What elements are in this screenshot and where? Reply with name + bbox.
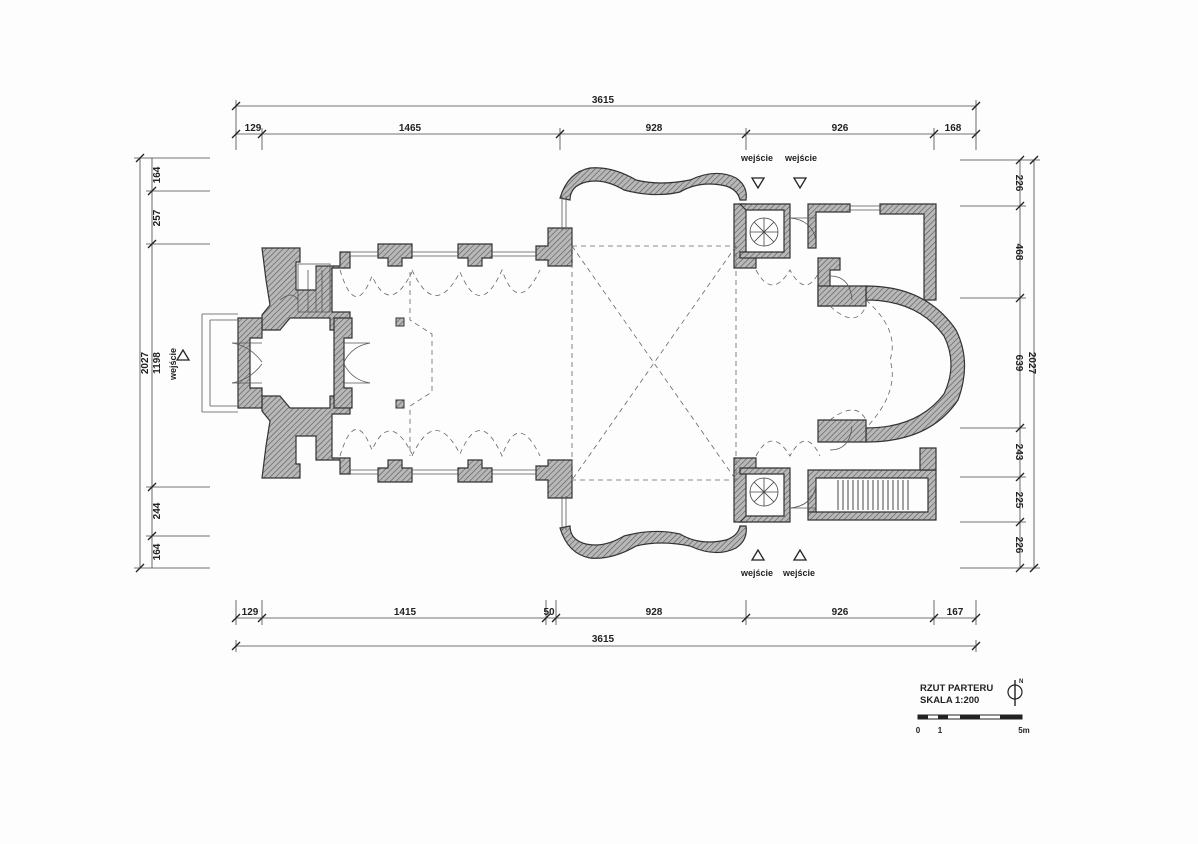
dim-left-4: 244 xyxy=(152,502,163,519)
walls xyxy=(237,167,966,559)
scale-tick-5: 5m xyxy=(1018,726,1030,735)
plan-scale: SKALA 1:200 xyxy=(920,695,979,706)
dim-right-6: 226 xyxy=(1013,537,1024,554)
dimension-labels: 3615 129 1465 928 926 168 129 1415 50 92… xyxy=(140,95,1037,645)
dim-top-2: 1465 xyxy=(399,123,422,134)
entrance-label-north-1: wejście xyxy=(740,153,773,163)
dim-right-2: 468 xyxy=(1013,244,1024,261)
scale-tick-0: 0 xyxy=(916,726,921,735)
entrance-arrow-icon xyxy=(175,348,191,361)
scale-bar xyxy=(917,714,1023,720)
nave-column-north xyxy=(395,317,405,327)
spiral-stairs xyxy=(749,217,779,507)
dimension-ticks xyxy=(135,101,1039,651)
dim-bottom-4: 928 xyxy=(646,607,663,618)
plan-title: RZUT PARTERU xyxy=(920,683,993,694)
vault-lines xyxy=(339,245,893,481)
entrance-arrow-icon xyxy=(792,177,808,190)
north-label: N xyxy=(1019,679,1023,685)
dim-bottom-1: 129 xyxy=(242,607,259,618)
thin-lines xyxy=(201,196,880,530)
dim-right-overall: 2027 xyxy=(1026,352,1037,375)
title-block: RZUT PARTERU SKALA 1:200 N 0 1 5m xyxy=(916,679,1030,735)
dimension-lines xyxy=(134,100,1040,652)
dim-bottom-6: 167 xyxy=(947,607,964,618)
dim-right-5: 225 xyxy=(1013,492,1024,509)
dim-right-3: 639 xyxy=(1013,355,1024,372)
dim-top-5: 168 xyxy=(945,123,962,134)
dim-top-overall: 3615 xyxy=(592,95,615,106)
north-arrow-icon xyxy=(1007,680,1023,706)
scale-tick-1: 1 xyxy=(938,726,943,735)
entrance-label-west: wejście xyxy=(168,348,178,381)
dim-left-3: 1198 xyxy=(152,352,163,374)
door-swings xyxy=(789,217,853,509)
dim-bottom-overall: 3615 xyxy=(592,634,615,645)
dim-bottom-3: 50 xyxy=(543,607,555,618)
dim-left-2: 257 xyxy=(152,209,163,226)
entrance-arrow-icon xyxy=(792,548,808,561)
dim-bottom-2: 1415 xyxy=(394,607,417,618)
entrance-label-south-1: wejście xyxy=(740,568,773,578)
dim-bottom-5: 926 xyxy=(832,607,849,618)
dim-right-1: 226 xyxy=(1013,175,1024,192)
entrance-arrow-icon xyxy=(750,548,766,561)
dim-left-overall: 2027 xyxy=(140,351,151,374)
dim-top-1: 129 xyxy=(245,123,262,134)
dim-top-4: 926 xyxy=(832,123,849,134)
dim-top-3: 928 xyxy=(646,123,663,134)
entrance-label-south-2: wejście xyxy=(782,568,815,578)
entrance-label-north-2: wejście xyxy=(784,153,817,163)
entrance-arrow-icon xyxy=(750,177,766,190)
entrance-markers xyxy=(175,177,808,561)
straight-stairs xyxy=(837,480,909,510)
dim-left-1: 164 xyxy=(152,166,163,183)
dim-right-4: 243 xyxy=(1013,444,1024,461)
dim-left-5: 164 xyxy=(152,543,163,560)
nave-column-south xyxy=(395,399,405,409)
